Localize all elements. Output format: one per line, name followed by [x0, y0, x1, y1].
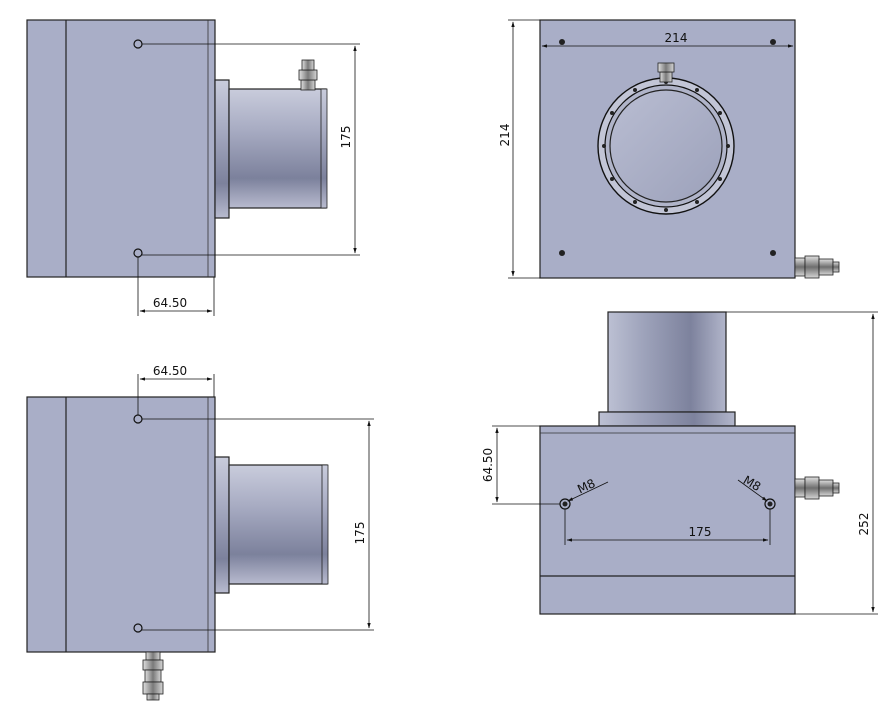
flange	[214, 79, 230, 219]
lens	[609, 89, 723, 203]
dimension-label: 214	[498, 124, 512, 147]
flange	[598, 411, 736, 427]
drum-cylinder	[607, 311, 727, 413]
cable-gland	[142, 651, 164, 701]
leader-line	[567, 481, 609, 502]
mounting-hole	[133, 623, 143, 633]
threaded-hole	[562, 501, 568, 507]
threaded-hole	[767, 501, 773, 507]
mounting-hole	[770, 250, 776, 256]
drum-cylinder	[228, 88, 327, 209]
mounting-hole	[770, 39, 776, 45]
dimension-label: 64.50	[153, 364, 187, 378]
side-cable-gland	[794, 255, 840, 279]
leader-line	[737, 479, 768, 502]
dimension-label: 175	[353, 522, 367, 545]
thread-label: M8	[575, 476, 597, 496]
dimension-label: 64.50	[153, 296, 187, 310]
housing-body	[26, 396, 216, 653]
front-view: 214 214	[498, 19, 840, 279]
housing-body	[539, 425, 796, 615]
side-view-top: 175 64.50	[26, 19, 360, 316]
drum-lip	[321, 464, 329, 585]
side-cable-gland	[794, 476, 840, 500]
dimension-label: 64.50	[481, 448, 495, 482]
drum-lip	[320, 88, 328, 209]
mounting-hole	[559, 250, 565, 256]
side-view-bottom: 64.50 175	[26, 364, 374, 701]
housing-body	[26, 19, 216, 278]
top-view: M8 M8 175 64.50 252	[481, 311, 878, 615]
mounting-hole	[559, 39, 565, 45]
dimension-label: 252	[857, 513, 871, 536]
cable-gland	[657, 62, 675, 83]
flange	[214, 456, 230, 594]
dimension-label: 175	[339, 126, 353, 149]
dimension-label: 214	[665, 31, 688, 45]
cable-gland	[298, 59, 318, 91]
dimension-label: 175	[689, 525, 712, 539]
drum-cylinder	[228, 464, 328, 585]
